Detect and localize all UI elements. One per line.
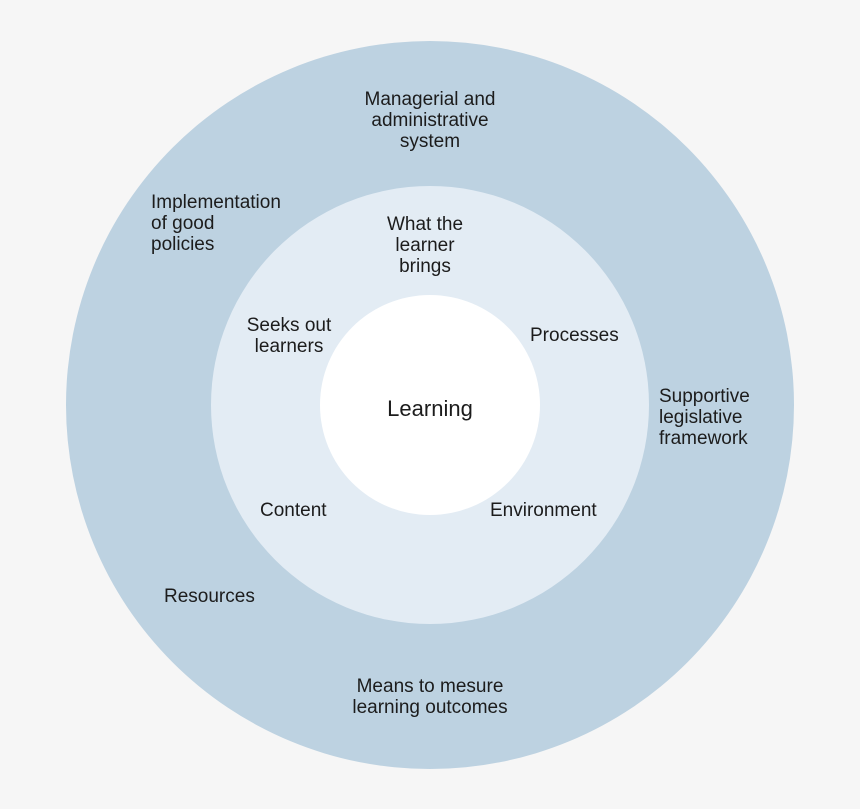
label-resources: Resources <box>164 586 255 607</box>
core-circle <box>320 295 540 515</box>
label-processes: Processes <box>530 325 619 346</box>
label-supportive-legislative-framework: Supportive legislative framework <box>659 386 750 449</box>
label-implementation-of-good-policies: Implementation of good policies <box>151 192 281 255</box>
label-managerial-and-administrative-system: Managerial and administrative system <box>364 89 496 152</box>
label-means-to-measure-learning-outcomes: Means to mesure learning outcomes <box>352 676 508 718</box>
core-label-learning: Learning <box>387 396 473 421</box>
label-what-the-learner-brings: What the learner brings <box>386 214 464 277</box>
label-environment: Environment <box>490 500 597 521</box>
label-seeks-out-learners: Seeks out learners <box>246 315 332 357</box>
label-content: Content <box>260 500 327 521</box>
